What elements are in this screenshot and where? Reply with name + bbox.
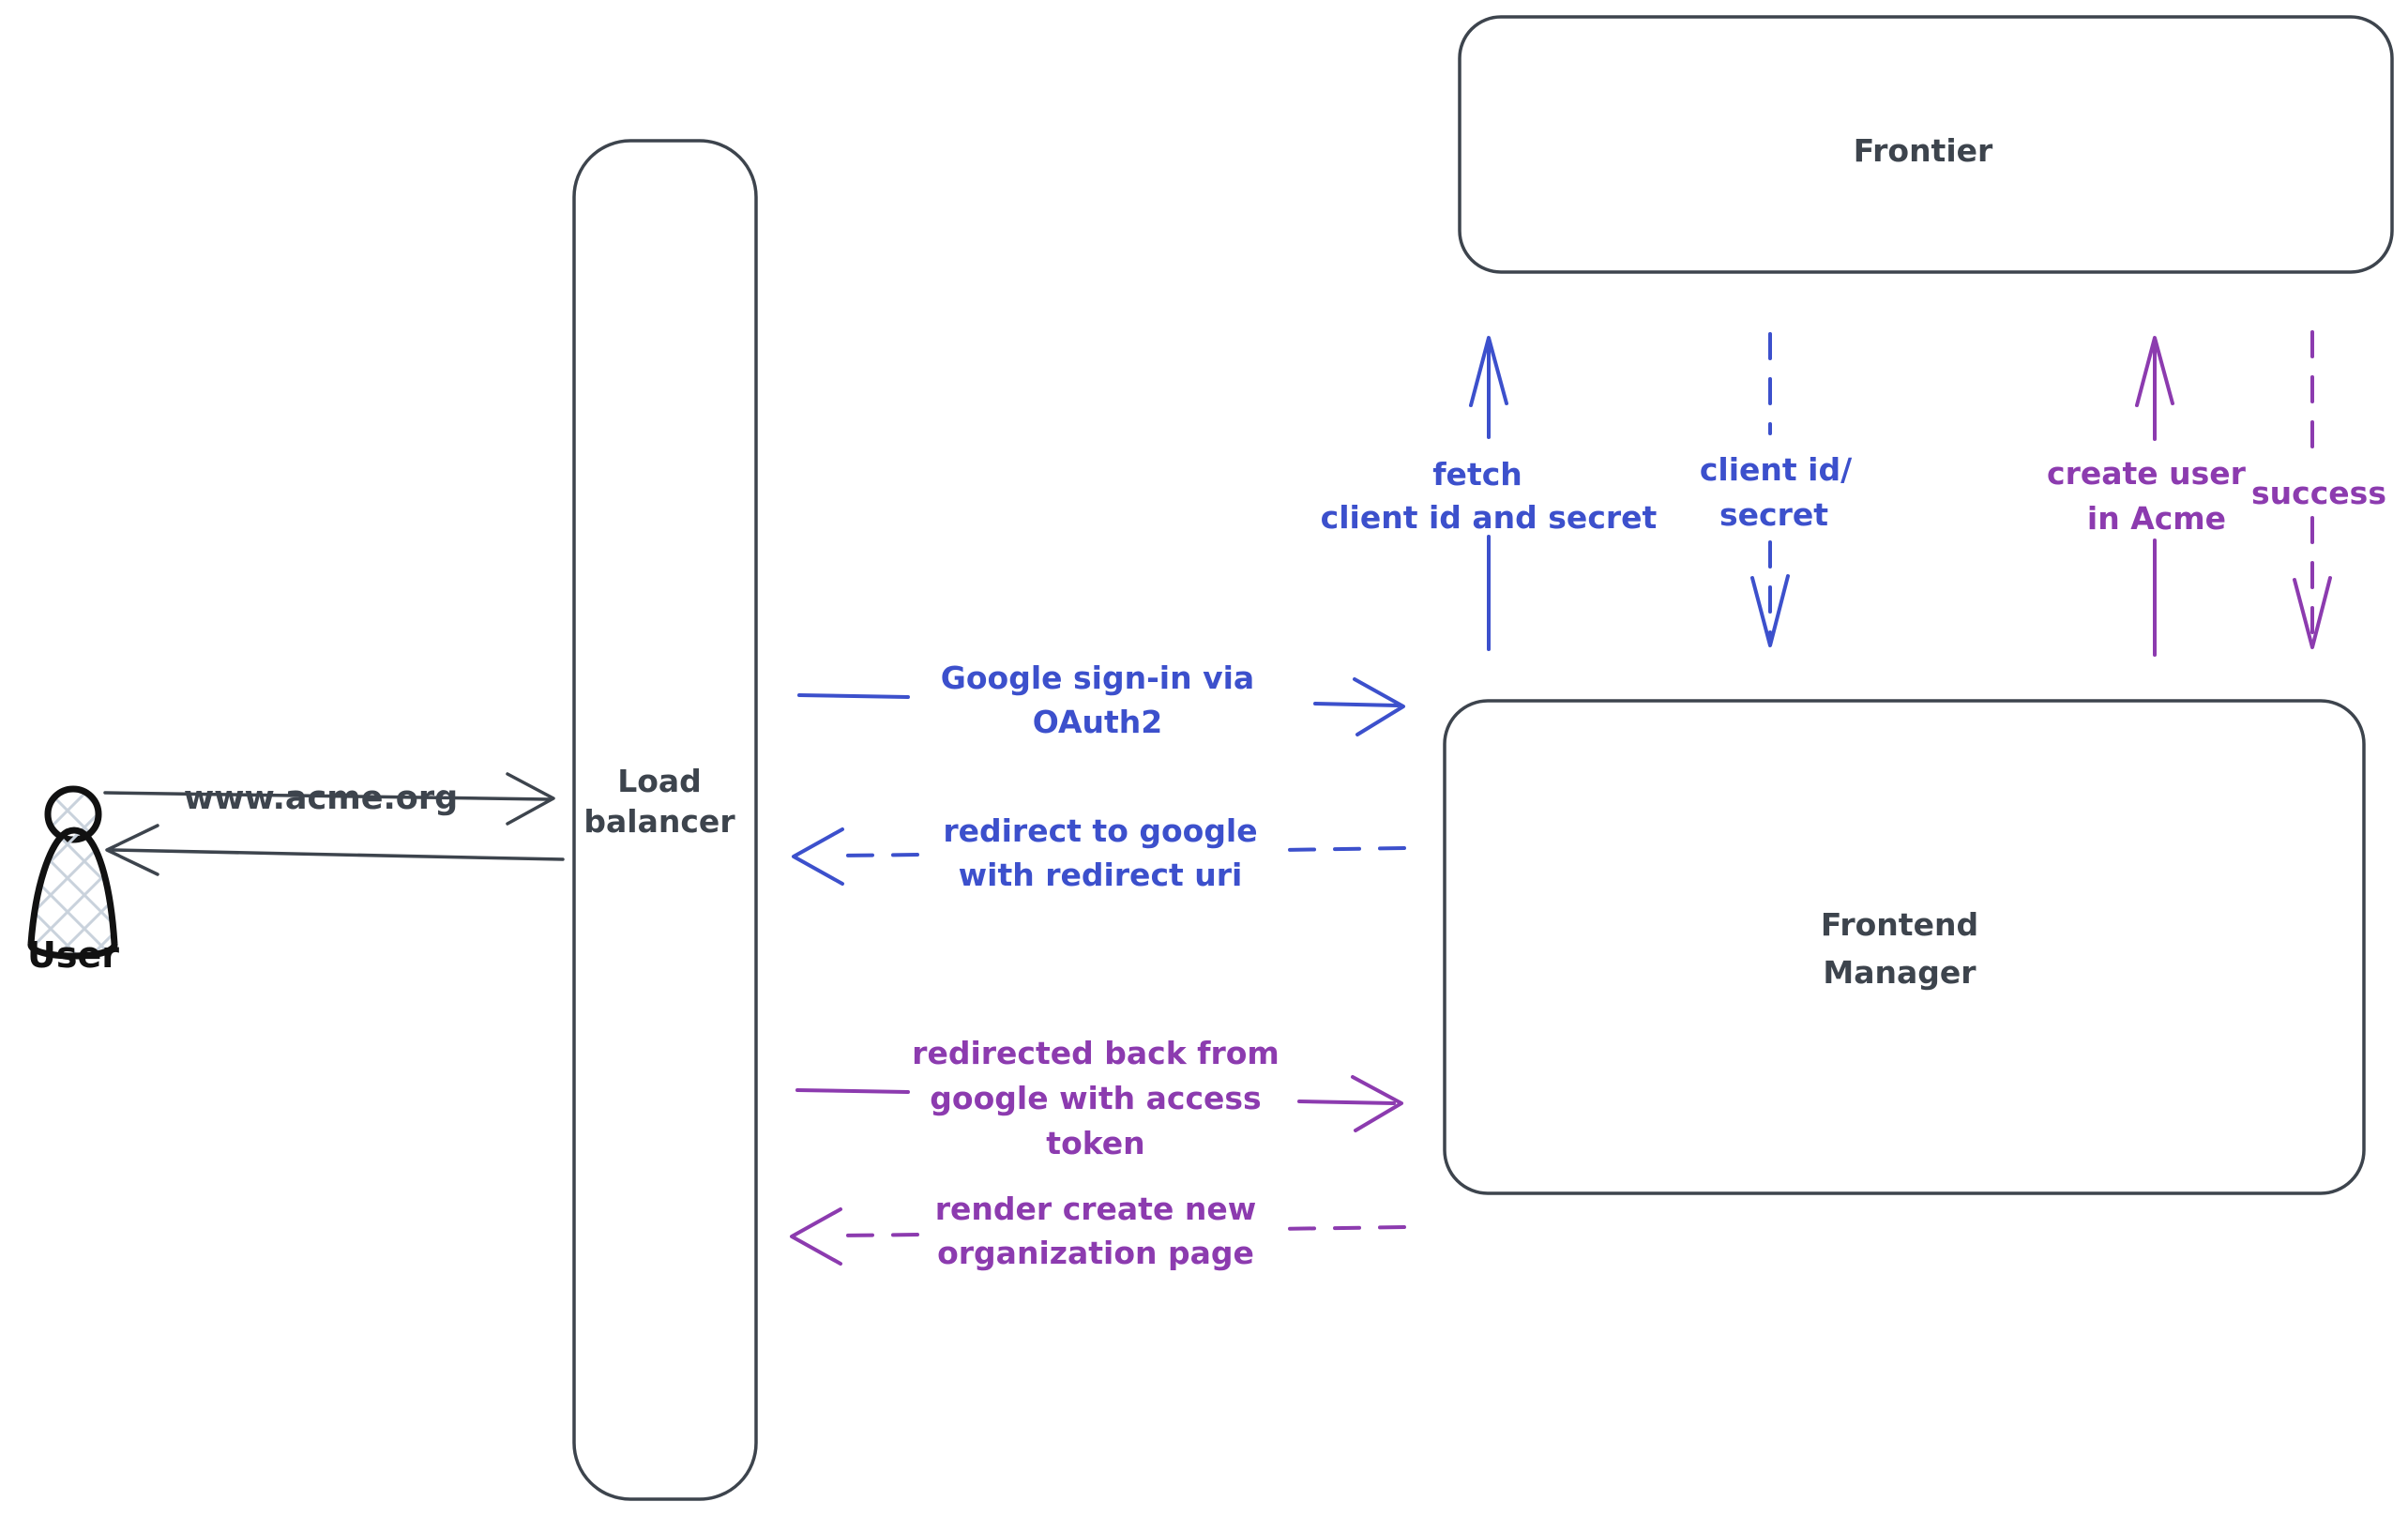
fetch-label-line2: client id and secret: [1321, 499, 1658, 536]
redirect-label-line2: with redirect uri: [959, 857, 1243, 893]
load-balancer-box: Load balancer: [572, 139, 758, 1501]
client-id-arrowhead-icon: [1750, 574, 1790, 647]
google-signin-arrowhead-icon: [1353, 677, 1405, 736]
client-id-label-line2: secret: [1719, 496, 1828, 533]
redirect-label-line1: redirect to google: [943, 812, 1257, 849]
redirected-back-line-left: [795, 1088, 910, 1094]
load-balancer-label-line1: Load: [617, 763, 702, 799]
redirected-back-line-right: [1297, 1100, 1396, 1105]
load-balancer-label-line2: balancer: [583, 803, 735, 840]
acme-request-label: www.acme.org: [184, 780, 458, 817]
frontend-manager-box: Frontend Manager: [1443, 699, 2366, 1195]
google-signin-line-right: [1313, 702, 1400, 707]
render-label-line1: render create new: [935, 1191, 1256, 1227]
render-label-line2: organization page: [937, 1235, 1254, 1271]
redirect-dashes-right: [1281, 846, 1406, 852]
render-arrowhead-icon: [790, 1207, 842, 1266]
create-user-arrow: create user in Acme: [2047, 336, 2247, 657]
fetch-arrowhead-icon: [1469, 336, 1508, 407]
acme-request-line: [103, 791, 551, 801]
google-signin-line-left: [797, 693, 910, 699]
user-label: User: [27, 934, 119, 976]
render-dashes-right: [1272, 1225, 1406, 1231]
response-arrow: [105, 824, 565, 876]
frontend-manager-label-line1: Frontend: [1821, 906, 1978, 943]
redirect-dashes-left: [839, 853, 919, 857]
frontier-outline: [1458, 15, 2394, 274]
redirect-arrowhead-icon: [792, 827, 844, 886]
fetch-client-secret-arrow: fetch client id and secret: [1321, 336, 1658, 651]
frontend-manager-outline: [1443, 699, 2366, 1195]
redirected-back-arrow: redirected back from google with access …: [795, 1035, 1403, 1161]
google-signin-label-line2: OAuth2: [1033, 704, 1162, 740]
success-label: success: [2251, 475, 2386, 511]
acme-request-arrowhead-icon: [506, 772, 555, 826]
frontier-box: Frontier: [1458, 15, 2394, 274]
client-id-secret-arrow: client id/ secret: [1700, 332, 1853, 647]
frontier-label: Frontier: [1854, 132, 1993, 169]
response-line: [111, 848, 565, 861]
redirect-to-google-arrow: redirect to google with redirect uri: [792, 812, 1406, 893]
create-user-label-line2: in Acme: [2087, 500, 2226, 537]
acme-request-arrow: www.acme.org: [103, 772, 555, 826]
create-user-label-line1: create user: [2047, 455, 2247, 492]
create-user-arrowhead-icon: [2135, 336, 2174, 407]
fetch-label-line1: fetch: [1432, 456, 1522, 493]
load-balancer-outline: [572, 139, 758, 1501]
redirected-back-label-line3: token: [1046, 1125, 1144, 1161]
render-dashes-left: [839, 1233, 919, 1237]
render-org-page-arrow: render create new organization page: [790, 1191, 1406, 1271]
redirected-back-arrowhead-icon: [1351, 1075, 1403, 1132]
user-actor: User: [27, 785, 119, 976]
user-icon-body: [27, 827, 118, 960]
frontend-manager-label-line2: Manager: [1823, 954, 1976, 991]
response-arrowhead-icon: [105, 824, 159, 876]
google-signin-label-line1: Google sign-in via: [941, 660, 1254, 696]
redirected-back-label-line2: google with access: [930, 1080, 1261, 1116]
redirected-back-label-line1: redirected back from: [912, 1035, 1280, 1071]
client-id-label-line1: client id/: [1700, 451, 1853, 488]
success-arrowhead-icon: [2293, 576, 2332, 649]
success-arrow: success: [2251, 330, 2386, 649]
google-signin-arrow: Google sign-in via OAuth2: [797, 660, 1405, 740]
